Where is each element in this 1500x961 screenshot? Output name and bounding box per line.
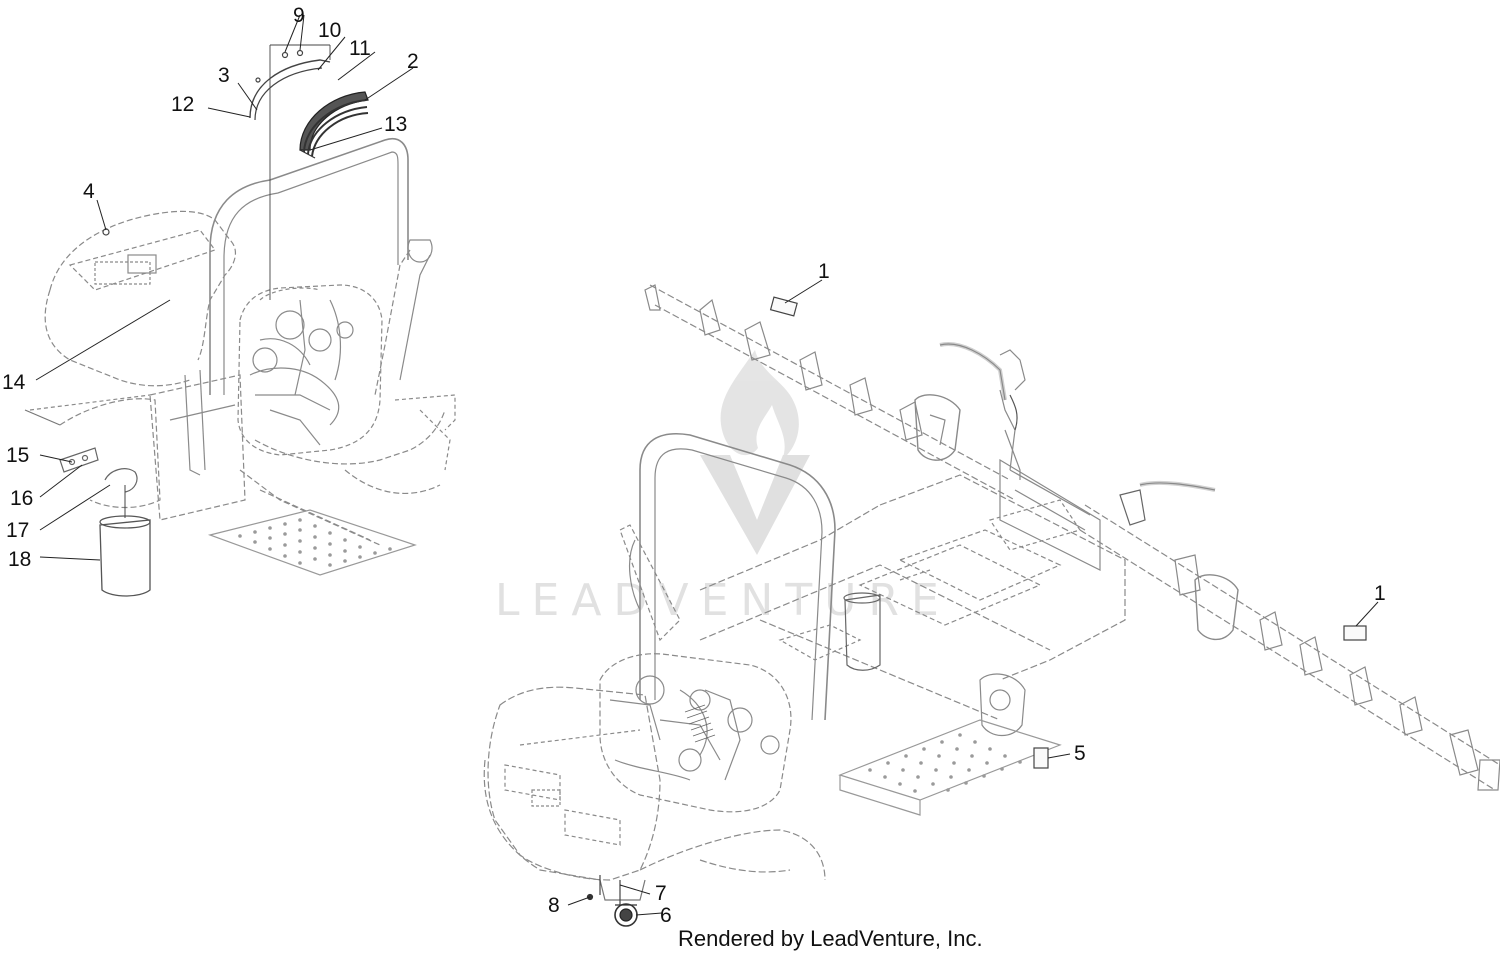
callout-16: 16: [10, 487, 33, 510]
engine-radiator-fins: [684, 704, 716, 743]
watermark-text: LEADVENTURE: [495, 575, 951, 626]
callout-17: 17: [6, 519, 29, 542]
callout-3: 3: [218, 64, 230, 87]
callout-8: 8: [548, 894, 560, 917]
callout-9: 9: [293, 4, 305, 27]
callout-18: 18: [8, 548, 31, 571]
left-assembly: [24, 44, 456, 597]
leadventure-watermark: LEADVENTURE: [495, 350, 951, 626]
callout-5: 5: [1074, 742, 1086, 765]
right-step-perforations: [868, 733, 1040, 793]
callout-12: 12: [171, 93, 194, 116]
watermark-flame-icon: [720, 350, 799, 460]
callout-1-lower: 1: [1374, 582, 1386, 605]
callout-1-upper: 1: [818, 260, 830, 283]
callout-15: 15: [6, 444, 29, 467]
callout-4: 4: [83, 180, 95, 203]
rendered-by-footer: Rendered by LeadVenture, Inc.: [678, 926, 983, 951]
right-assembly: [483, 284, 1500, 927]
step-plate-perforations: [238, 518, 392, 567]
callout-14: 14: [2, 371, 26, 394]
callout-10: 10: [318, 19, 341, 42]
callout-11: 11: [349, 37, 371, 60]
watermark-v-icon: [700, 455, 810, 555]
callout-7: 7: [655, 882, 667, 905]
callout-13: 13: [384, 113, 407, 136]
callout-6: 6: [660, 904, 672, 927]
callout-labels: 1 1 2 3 4 5 6 7 8 9 10 11 12 13 14 15 16…: [2, 4, 1386, 927]
leader-lines: [35, 14, 1379, 916]
callout-2: 2: [407, 50, 419, 73]
